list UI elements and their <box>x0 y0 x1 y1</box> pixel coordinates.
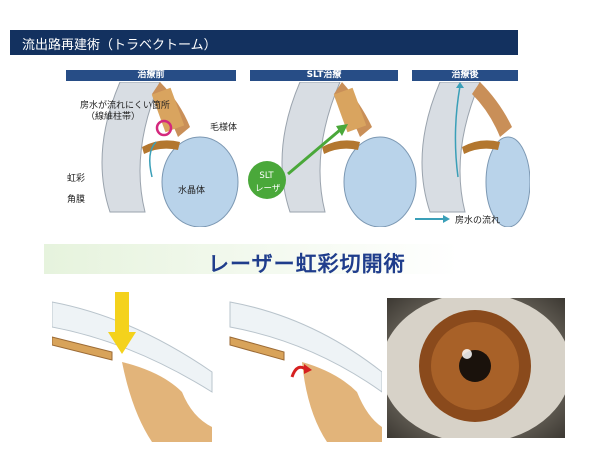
slide-header: 流出路再建術（トラベクトーム） <box>10 30 518 55</box>
panel-header-slt: SLT治療 <box>250 70 398 81</box>
slide-title: 流出路再建術（トラベクトーム） <box>22 38 217 53</box>
laser-section-title: レーザー虹彩切開術 <box>208 252 406 276</box>
slt-badge-label: SLT <box>259 171 274 181</box>
label-blocked-site: 房水が流れにくい箇所 <box>80 101 170 111</box>
laser-section-banner <box>44 244 562 274</box>
laser-iridotomy-diagram <box>52 292 382 442</box>
slt-badge-sublabel: レーザ <box>255 184 281 194</box>
diagram-before <box>101 82 239 227</box>
panel-header-after: 治療後 <box>412 70 518 81</box>
legend-flow-label: 房水の流れ <box>455 216 501 226</box>
diagram-laser-after <box>229 301 382 442</box>
label-iris: 虹彩 <box>67 174 86 184</box>
label-trabecular-meshwork: （線維柱帯） <box>86 112 141 122</box>
panel-header-before: 治療前 <box>66 70 236 81</box>
aqueous-flow-path <box>454 85 461 178</box>
label-cornea: 角膜 <box>67 195 86 205</box>
eye-photo <box>387 298 565 438</box>
label-ciliary-body: 毛様体 <box>210 123 238 133</box>
label-lens: 水晶体 <box>178 186 206 196</box>
diagram-laser-before <box>52 292 213 442</box>
blocked-site-circle <box>155 119 173 137</box>
trabeculotomy-diagram <box>101 82 530 227</box>
slt-beam <box>287 128 341 176</box>
slt-badge <box>248 161 286 199</box>
laser-arrow-icon <box>115 292 129 332</box>
diagram-after <box>421 82 530 227</box>
diagram-slt <box>248 82 417 227</box>
iris-photo-drawing <box>387 298 565 438</box>
